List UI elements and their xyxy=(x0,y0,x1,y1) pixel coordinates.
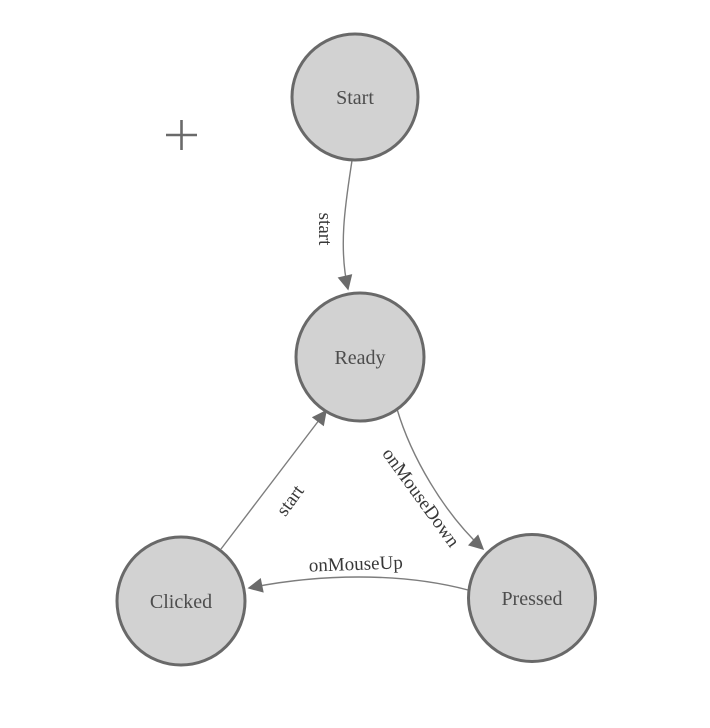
edge-clicked-to-ready: start xyxy=(220,409,327,550)
edge-ready-to-pressed: onMouseDown xyxy=(378,408,485,552)
edge-pressed-to-clicked: onMouseUp xyxy=(247,552,469,593)
node-start-label: Start xyxy=(336,87,374,109)
node-ready-label: Ready xyxy=(334,347,385,369)
nodes-layer: Start Ready Clicked Pressed xyxy=(115,32,597,667)
node-pressed[interactable]: Pressed xyxy=(467,533,597,663)
edge-label-start-1: start xyxy=(314,213,335,246)
node-pressed-label: Pressed xyxy=(501,588,562,610)
edge-label-onmouseup: onMouseUp xyxy=(308,552,403,576)
edge-label-onmousedown: onMouseDown xyxy=(378,444,464,552)
node-clicked[interactable]: Clicked xyxy=(115,535,247,667)
edge-pressed-to-clicked-path[interactable] xyxy=(247,576,469,593)
edge-start-to-ready-path[interactable] xyxy=(337,160,353,291)
crosshair-plus-icon xyxy=(166,120,197,150)
node-pressed-circle xyxy=(467,533,597,663)
node-clicked-label: Clicked xyxy=(150,591,212,613)
node-start[interactable]: Start xyxy=(290,32,420,162)
edge-start-to-ready: start xyxy=(314,160,353,291)
edge-label-start-2: start xyxy=(272,481,309,520)
edge-clicked-to-ready-path[interactable] xyxy=(220,409,327,550)
node-ready[interactable]: Ready xyxy=(294,291,426,423)
node-start-circle xyxy=(290,32,420,162)
node-clicked-circle xyxy=(115,535,247,667)
node-ready-circle xyxy=(294,291,426,423)
edge-ready-to-pressed-path[interactable] xyxy=(396,408,485,551)
